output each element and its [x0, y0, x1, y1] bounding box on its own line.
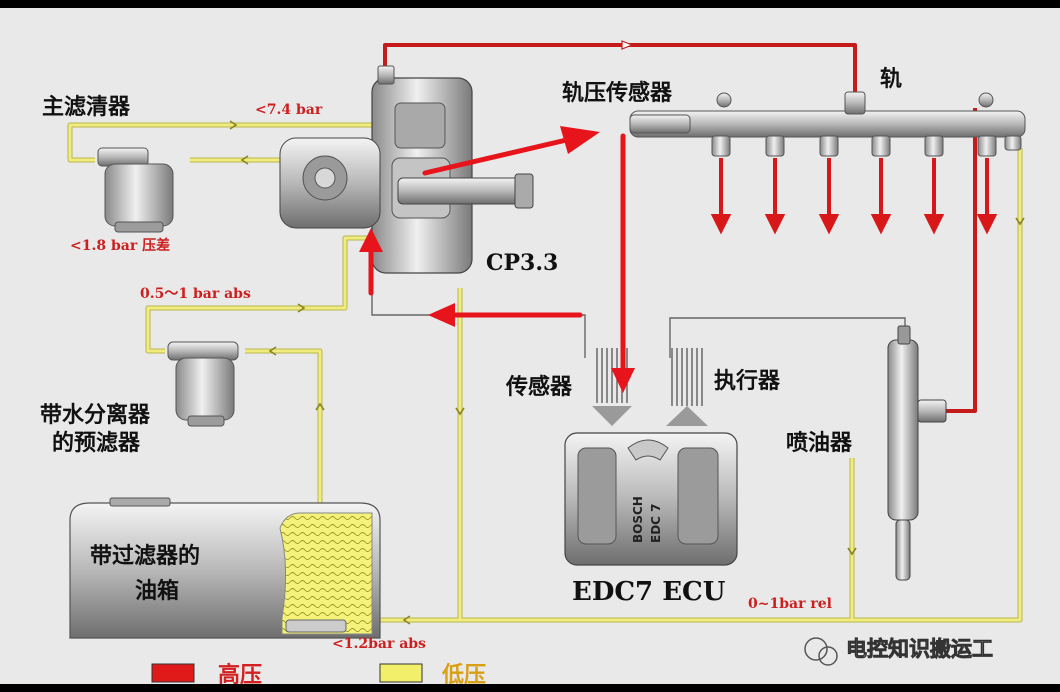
top-border: [0, 0, 1060, 8]
actuators-label: 执行器: [714, 368, 781, 394]
prefilter: [167, 341, 239, 427]
return-pressure-label: <7.4 bar: [255, 102, 323, 118]
high-pressure-pump: [279, 65, 534, 274]
fuel-system-diagram: BOSCH EDC 7 主滤清器 <1.8 bar 压差 <7.4 bar 0.…: [40, 40, 1026, 684]
sensors-label: 传感器: [505, 374, 573, 400]
legend-low-swatch: [379, 663, 423, 683]
sensor-arrow: [592, 406, 632, 426]
prefilter-label-line1: 带水分离器: [40, 402, 151, 428]
rail-label: 轨: [880, 66, 902, 92]
rail-output-arrows: [710, 158, 998, 235]
prefilter-label-line2: 的预滤器: [52, 430, 141, 456]
low-pressure-arrows: [229, 120, 1025, 625]
actuator-signal-bars: [671, 348, 703, 406]
tank-label-line2: 油箱: [135, 578, 179, 604]
main-filter: [97, 147, 174, 233]
watermark: 电控知识搬运工: [804, 637, 993, 666]
ecu-model: EDC 7: [649, 504, 663, 544]
legend-low-label: 低压: [441, 663, 486, 684]
common-rail: [629, 91, 1026, 157]
prefilter-pressure-label: 0.5～1 bar abs: [140, 286, 251, 302]
legend-high-swatch: [151, 663, 195, 683]
tank-pressure-label: <1.2bar abs: [332, 636, 426, 652]
ecu-unit: BOSCH EDC 7: [564, 432, 738, 566]
ecu-label: EDC7 ECU: [572, 577, 726, 607]
high-pressure-arrow-top: [621, 40, 634, 50]
pump-label: CP3.3: [486, 250, 558, 276]
bottom-border: [0, 684, 1060, 692]
fuel-tank: [69, 497, 381, 639]
flow-arrows-red: [359, 126, 635, 393]
main-filter-label: 主滤清器: [42, 94, 131, 120]
ecu-brand: BOSCH: [631, 496, 645, 543]
injector-return-label: 0~1bar rel: [748, 596, 832, 612]
actuator-arrow: [666, 406, 708, 426]
watermark-text: 电控知识搬运工: [846, 637, 993, 661]
tank-label-line1: 带过滤器的: [90, 543, 200, 569]
rail-sensor-label: 轨压传感器: [562, 80, 673, 106]
injector-label: 喷油器: [786, 431, 853, 456]
main-filter-pressure-drop: <1.8 bar 压差: [70, 237, 170, 254]
high-pressure-lines: [383, 43, 977, 413]
injector: [887, 325, 947, 581]
legend: 高压 低压: [151, 662, 486, 684]
legend-high-label: 高压: [218, 662, 262, 684]
